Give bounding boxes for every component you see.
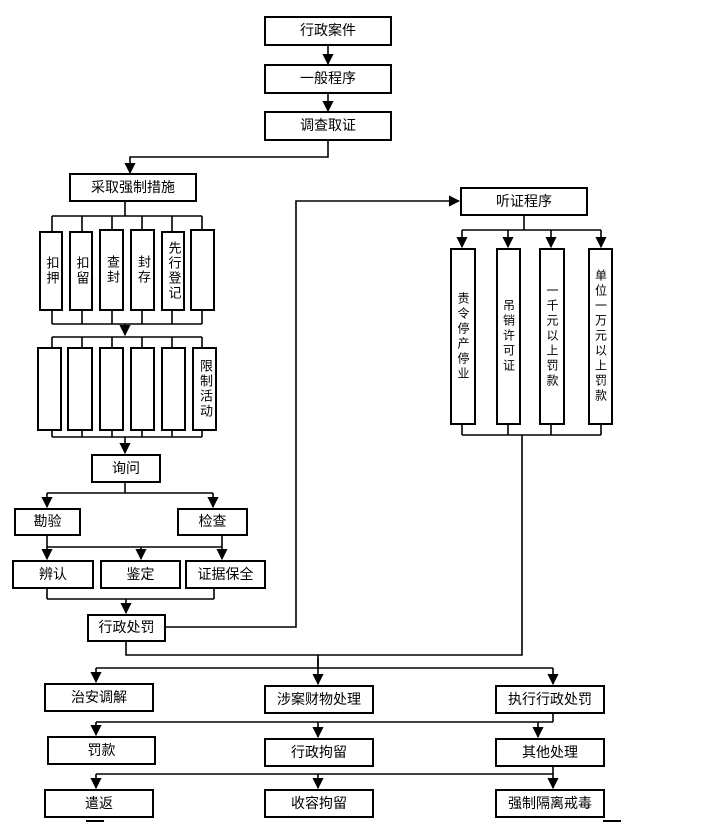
- coercive-measures-box: 采取强制措施: [69, 173, 197, 202]
- hearing-item-revoke: 吊销许可证: [496, 248, 521, 425]
- hearing-item-suspend: 责令停产停业: [450, 248, 476, 425]
- evidence-preservation-box: 证据保全: [185, 560, 266, 589]
- measure-row2-box-1: [37, 347, 62, 431]
- deportation-box: 遣返: [44, 789, 154, 818]
- arrow-investigation-measures: [124, 140, 329, 175]
- fine-box: 罚款: [47, 736, 156, 765]
- security-mediation-box: 治安调解: [44, 683, 154, 712]
- measure-restrict-box: 限制活动: [192, 347, 217, 431]
- identification-box: 辨认: [12, 560, 94, 589]
- admin-case-box: 行政案件: [264, 16, 392, 46]
- hearing-item-fine-1000: 一千元以上罚款: [539, 248, 565, 425]
- arrow-penalty-to-hearing: [165, 195, 461, 628]
- measure-seize-box: 扣押: [39, 231, 63, 311]
- measure-register-box: 先行登记: [161, 231, 185, 311]
- measure-row2-box-5: [161, 347, 186, 431]
- interrogation-box: 询问: [91, 454, 161, 483]
- measure-empty-box: [190, 229, 215, 311]
- survey-box: 勘验: [14, 508, 81, 536]
- other-handling-box: 其他处理: [495, 738, 605, 767]
- hearing-return-line: [125, 435, 523, 656]
- hearing-item-fine-10000: 单位一万元以上罚款: [588, 248, 613, 425]
- hearing-procedure-box: 听证程序: [460, 187, 588, 216]
- admin-detention-box: 行政拘留: [264, 738, 374, 767]
- bottom-mark-right: [603, 820, 621, 822]
- bottom-mark-left: [86, 820, 104, 822]
- measure-row2-box-2: [67, 347, 93, 431]
- general-procedure-box: 一般程序: [264, 64, 392, 94]
- property-handling-box: 涉案财物处理: [264, 685, 374, 714]
- appraisal-box: 鉴定: [100, 560, 181, 589]
- investigation-box: 调查取证: [264, 111, 392, 141]
- measure-row2-box-3: [99, 347, 124, 431]
- admin-penalty-box: 行政处罚: [87, 614, 166, 642]
- measure-seal-box: 查封: [99, 229, 124, 311]
- measure-row2-box-4: [130, 347, 155, 431]
- custody-detention-box: 收容拘留: [264, 789, 374, 818]
- measure-detain-box: 扣留: [69, 231, 93, 311]
- measure-store-box: 封存: [130, 229, 155, 311]
- examination-box: 检查: [177, 508, 248, 536]
- execute-penalty-box: 执行行政处罚: [495, 685, 605, 714]
- compulsory-rehab-box: 强制隔离戒毒: [495, 789, 605, 818]
